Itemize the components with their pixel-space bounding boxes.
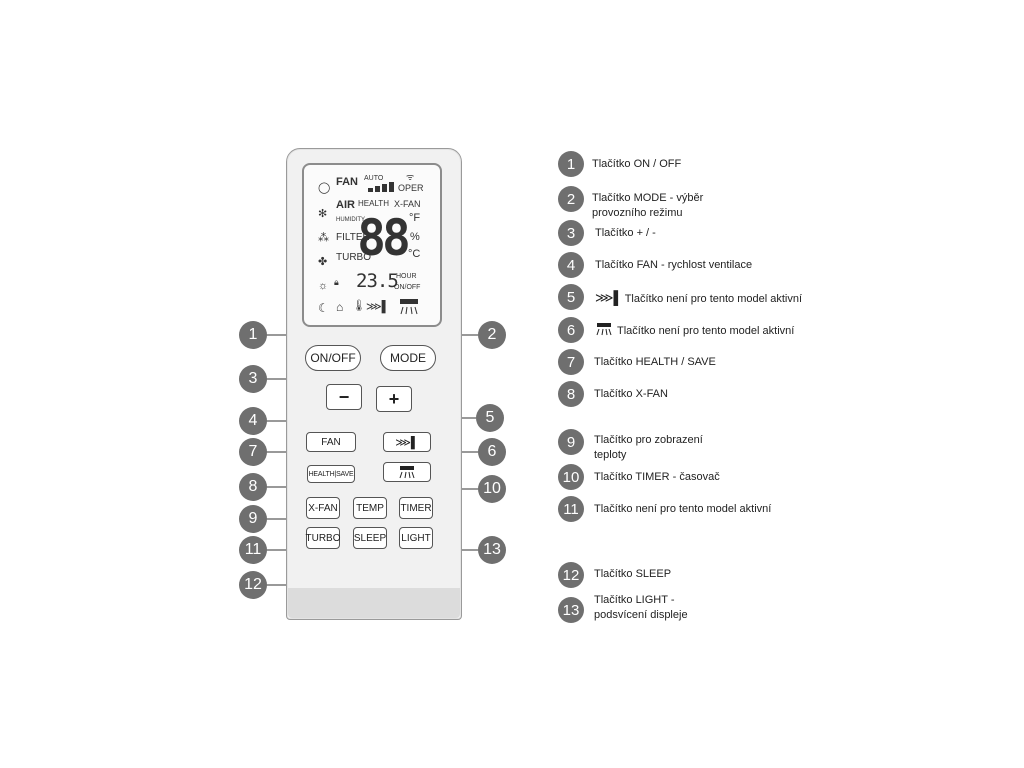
- swing-vertical-icon: ⋙▌: [595, 290, 623, 305]
- light-button[interactable]: LIGHT: [399, 527, 433, 549]
- mode-button[interactable]: MODE: [380, 345, 436, 371]
- callout-7: 7: [239, 438, 267, 466]
- callout-11: 11: [239, 536, 267, 564]
- legend-badge: 3: [558, 220, 584, 246]
- auto-mode-icon: ◯: [318, 182, 331, 194]
- lcd-auto-label: AUTO: [364, 175, 384, 182]
- legend-badge: 7: [558, 349, 584, 375]
- legend-text: Tlačítko FAN - rychlost ventilace: [595, 259, 753, 271]
- legend-badge: 5: [558, 284, 584, 310]
- swing-horizontal-lcd-icon: [400, 299, 418, 315]
- callout-9: 9: [239, 505, 267, 533]
- sleep-moon-icon: ☾: [318, 301, 329, 315]
- onoff-button[interactable]: ON/OFF: [305, 345, 361, 371]
- legend-text: Tlačítko SLEEP: [594, 568, 672, 580]
- thermometer-icon: 🌡︎: [352, 300, 366, 312]
- lcd-small-digits: 23.5: [356, 270, 399, 292]
- timer-button[interactable]: TIMER: [399, 497, 433, 519]
- callout-2: 2: [478, 321, 506, 349]
- lock-icon: 🔒︎: [334, 277, 339, 287]
- lcd-hour-label: HOUR: [396, 273, 417, 280]
- legend-text: Tlačítko X-FAN: [594, 388, 668, 400]
- remote-bottom-band: [288, 588, 460, 618]
- turbo-button[interactable]: TURBO: [306, 527, 341, 549]
- swing-horizontal-icon: [596, 323, 612, 336]
- lcd-xfan-label: X-FAN: [394, 199, 421, 209]
- fan-speed-bars-icon: [368, 182, 394, 192]
- swing-vertical-lcd-icon: ⋙▌: [366, 301, 390, 313]
- swing-horizontal-icon: [399, 465, 415, 478]
- legend-badge: 10: [558, 464, 584, 490]
- heat-mode-icon: ☼: [318, 280, 329, 292]
- legend-text: Tlačítko není pro tento model aktivní: [595, 323, 794, 339]
- legend-text: Tlačítko ON / OFF: [592, 158, 682, 170]
- callout-10: 10: [478, 475, 506, 503]
- swing-vertical-icon: ⋙▌: [395, 436, 419, 449]
- lcd-deg-c: °C: [408, 248, 421, 260]
- legend-badge: 4: [558, 252, 584, 278]
- lcd-deg-f: °F: [409, 212, 421, 224]
- callout-13: 13: [478, 536, 506, 564]
- lcd-air-label: AIR: [336, 199, 355, 211]
- lcd-display: ◯ FAN AUTO ᯤ OPER ✻ AIR HEALTH X-FAN HUM…: [302, 163, 442, 327]
- legend-badge: 9: [558, 429, 584, 455]
- lcd-humidity-label: HUMIDITY: [336, 217, 365, 223]
- callout-4: 4: [239, 407, 267, 435]
- swing-horizontal-button[interactable]: [383, 462, 431, 482]
- cool-mode-icon: ✻: [318, 208, 328, 220]
- lcd-percent: %: [410, 231, 420, 243]
- legend-badge: 12: [558, 562, 584, 588]
- minus-button[interactable]: −: [326, 384, 362, 410]
- xfan-button[interactable]: X-FAN: [306, 497, 340, 519]
- lcd-health-label: HEALTH: [358, 199, 389, 208]
- callout-3: 3: [239, 365, 267, 393]
- fan-button[interactable]: FAN: [306, 432, 356, 452]
- fan-mode-icon: ✤: [318, 256, 328, 268]
- legend-badge: 13: [558, 597, 584, 623]
- callout-5: 5: [476, 404, 504, 432]
- callout-12: 12: [239, 571, 267, 599]
- legend-badge: 11: [558, 496, 584, 522]
- sleep-button[interactable]: SLEEP: [353, 527, 387, 549]
- legend-text: Tlačítko není pro tento model aktivní: [594, 503, 772, 515]
- legend-badge: 8: [558, 381, 584, 407]
- callout-1: 1: [239, 321, 267, 349]
- lcd-oper-label: OPER: [398, 183, 424, 193]
- health-save-button[interactable]: HEALTH|SAVE: [307, 465, 355, 483]
- legend-text: Tlačítko + / -: [595, 227, 656, 239]
- legend-text: Tlačítko HEALTH / SAVE: [594, 356, 716, 368]
- legend-badge: 2: [558, 186, 584, 212]
- legend-text: ⋙▌Tlačítko není pro tento model aktivní: [595, 290, 803, 305]
- legend-text: Tlačítko TIMER - časovač: [594, 471, 720, 483]
- lcd-filter-label: FILTER: [336, 232, 370, 243]
- legend-text: Tlačítko LIGHT -podsvícení displeje: [594, 594, 688, 621]
- dry-mode-icon: ⁂: [318, 232, 329, 244]
- legend-badge: 6: [558, 317, 584, 343]
- signal-icon: ᯤ: [406, 172, 415, 182]
- lcd-turbo-label: TURBO: [336, 252, 371, 263]
- callout-8: 8: [239, 473, 267, 501]
- lcd-fan-label: FAN: [336, 176, 358, 188]
- callout-6: 6: [478, 438, 506, 466]
- plus-button[interactable]: +: [376, 386, 412, 412]
- lcd-onoff-label: ON/OFF: [394, 284, 421, 291]
- swing-vertical-button[interactable]: ⋙▌: [383, 432, 431, 452]
- lcd-main-digits: 88: [357, 209, 410, 267]
- legend-badge: 1: [558, 151, 584, 177]
- temp-button[interactable]: TEMP: [353, 497, 387, 519]
- house-icon: ⌂: [336, 300, 344, 314]
